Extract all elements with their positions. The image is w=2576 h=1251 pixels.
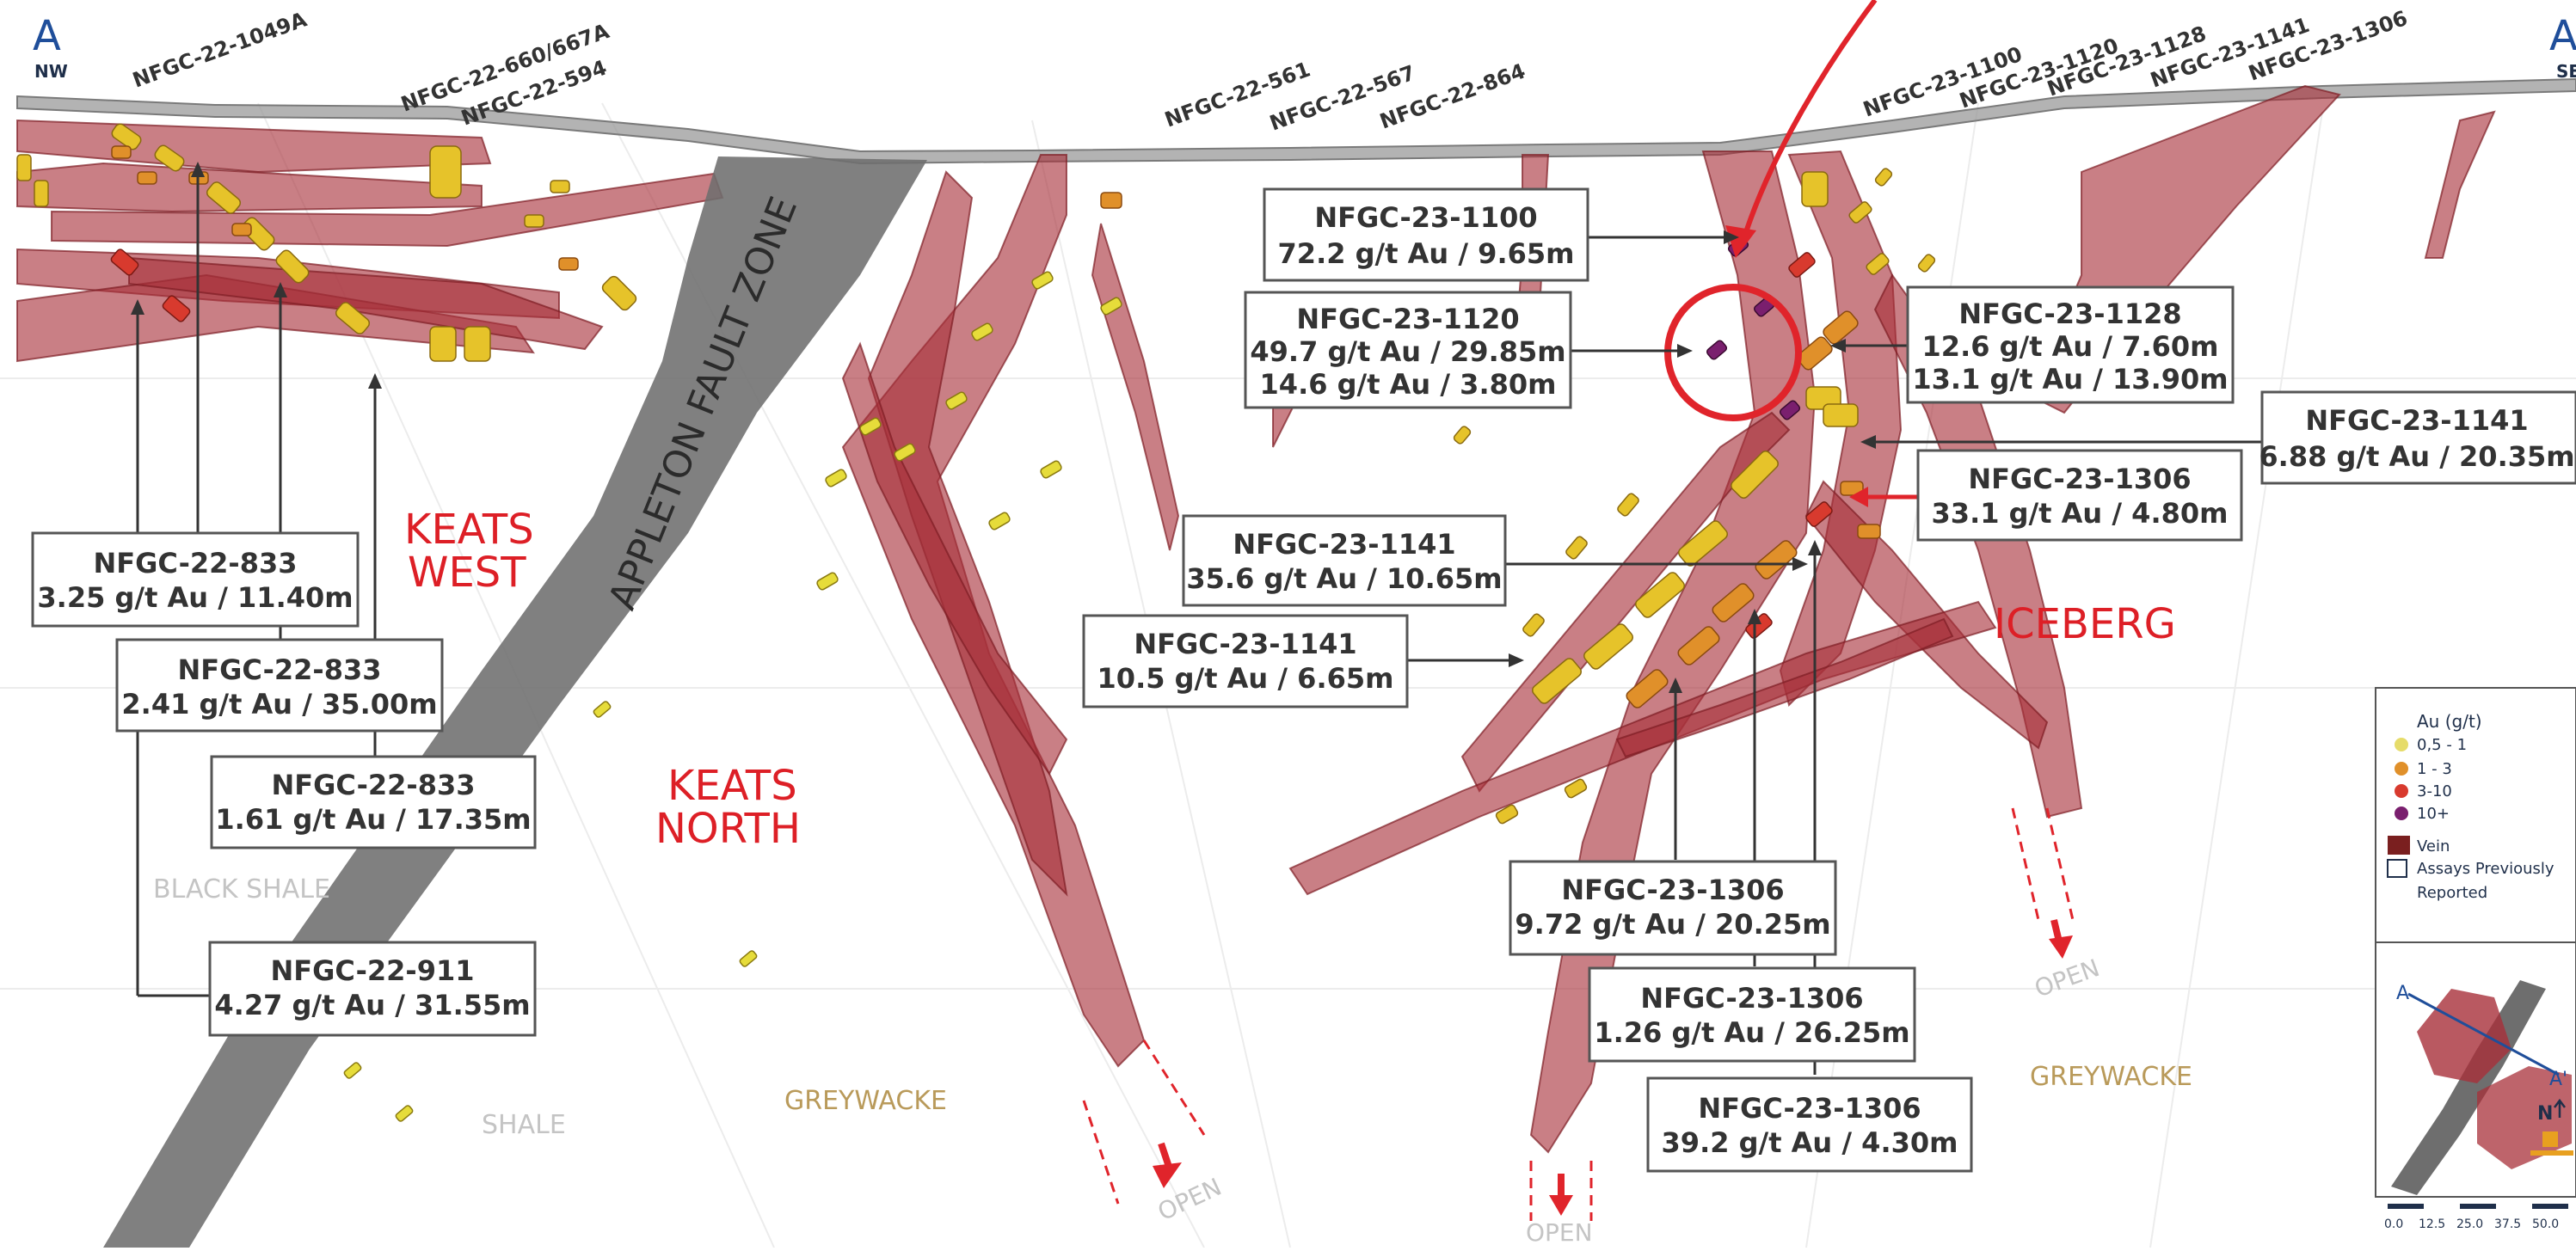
intercept-value: 9.72 g/t Au / 20.25m	[1515, 908, 1830, 941]
lithology-greywacke-left: GREYWACKE	[784, 1086, 947, 1116]
legend-title: Au (g/t)	[2417, 711, 2482, 732]
intercept-hole: NFGC-23-1128	[1958, 297, 2181, 330]
zone-keats-north-line1: KEATS	[667, 762, 797, 810]
inset-a-label: A	[2396, 983, 2409, 1004]
intercept-value: 14.6 g/t Au / 3.80m	[1260, 368, 1557, 401]
intercept-box: NFGC-23-1306 1.26 g/t Au / 26.25m	[1588, 966, 1916, 1063]
section-end-letter: A	[2549, 12, 2576, 60]
intercept-value: 49.7 g/t Au / 29.85m	[1250, 335, 1565, 368]
lithology-black-shale: BLACK SHALE	[153, 874, 330, 905]
intercept-value: 2.41 g/t Au / 35.00m	[121, 688, 437, 721]
intercept-box: NFGC-23-1120 49.7 g/t Au / 29.85m 14.6 g…	[1244, 291, 1572, 409]
legend-vein-label: Vein	[2417, 837, 2450, 855]
intercept-box: NFGC-23-1100 72.2 g/t Au / 9.65m	[1263, 187, 1589, 282]
intercept-value: 1.26 g/t Au / 26.25m	[1594, 1016, 1909, 1049]
intercept-value: 12.6 g/t Au / 7.60m	[1922, 330, 2219, 363]
intercept-hole: NFGC-22-833	[177, 653, 381, 686]
intercept-box: NFGC-23-1128 12.6 g/t Au / 7.60m 13.1 g/…	[1906, 285, 2235, 404]
intercept-box: NFGC-23-1306 33.1 g/t Au / 4.80m	[1916, 449, 2243, 542]
intercept-value: 13.1 g/t Au / 13.90m	[1912, 363, 2228, 396]
company-logo-icon	[2530, 1131, 2573, 1156]
intercept-box: NFGC-22-911 4.27 g/t Au / 31.55m	[208, 941, 537, 1037]
lithology-shale: SHALE	[482, 1110, 566, 1140]
intercept-value: 6.88 g/t Au / 20.35m	[2259, 440, 2574, 473]
intercept-value: 39.2 g/t Au / 4.30m	[1662, 1126, 1958, 1159]
legend-grade-label: 0,5 - 1	[2417, 736, 2467, 754]
intercept-hole: NFGC-23-1100	[1314, 201, 1537, 234]
intercept-value: 35.6 g/t Au / 10.65m	[1186, 562, 1502, 595]
intercept-hole: NFGC-23-1141	[1233, 528, 1455, 561]
zone-iceberg: ICEBERG	[1994, 600, 2176, 648]
scale-tick: 12.5	[2419, 1217, 2445, 1231]
intercept-value: 3.25 g/t Au / 11.40m	[37, 581, 353, 614]
inset-a-prime-label: A'	[2549, 1069, 2567, 1090]
intercept-box: NFGC-23-1141 35.6 g/t Au / 10.65m	[1182, 514, 1507, 607]
scale-bar: 0.0 12.5 25.0 37.5 50.0	[2384, 1204, 2568, 1231]
legend-assays-label: Reported	[2417, 884, 2487, 902]
intercept-hole: NFGC-23-1141	[2305, 404, 2528, 437]
scale-tick: 37.5	[2494, 1217, 2521, 1231]
intercept-box: NFGC-23-1306 39.2 g/t Au / 4.30m	[1646, 1076, 1973, 1173]
legend-grade-swatch	[2395, 762, 2408, 776]
intercept-value: 1.61 g/t Au / 17.35m	[215, 803, 531, 836]
legend-grade-swatch	[2395, 806, 2408, 820]
assay-markers	[16, 123, 1936, 1122]
legend-assays-swatch	[2387, 859, 2407, 878]
scale-tick: 50.0	[2532, 1217, 2559, 1231]
drillhole-label: NFGC-22-1049A	[129, 7, 310, 92]
keats-north-veins	[841, 154, 1180, 1068]
intercept-hole: NFGC-23-1306	[1640, 982, 1863, 1015]
legend-vein-swatch	[2388, 836, 2410, 855]
intercept-value: 4.27 g/t Au / 31.55m	[214, 989, 530, 1021]
section-start-letter: A	[33, 12, 61, 60]
open-extensions	[1082, 807, 2075, 1221]
intercept-box: NFGC-23-1141 6.88 g/t Au / 20.35m	[2259, 390, 2576, 485]
surface-topography	[16, 77, 2576, 165]
intercept-hole: NFGC-22-911	[270, 954, 474, 987]
intercept-hole: NFGC-23-1306	[1698, 1092, 1921, 1125]
intercept-hole: NFGC-23-1120	[1296, 303, 1519, 335]
legend-grade-swatch	[2395, 738, 2408, 751]
legend-assays-label: Assays Previously	[2417, 860, 2554, 878]
intercept-box: NFGC-22-833 2.41 g/t Au / 35.00m	[115, 638, 444, 733]
scale-tick: 25.0	[2456, 1217, 2483, 1231]
intercept-boxes: NFGC-23-1100 72.2 g/t Au / 9.65m NFGC-23…	[31, 187, 2576, 1173]
section-end-direction: SE	[2556, 61, 2576, 82]
intercept-hole: NFGC-23-1141	[1134, 628, 1356, 660]
zone-keats-west-line1: KEATS	[404, 506, 534, 554]
legend-grade-swatch	[2395, 784, 2408, 798]
intercept-box: NFGC-23-1306 9.72 g/t Au / 20.25m	[1509, 860, 1837, 956]
intercept-hole: NFGC-23-1306	[1561, 874, 1784, 906]
inset-north-label: N	[2537, 1103, 2553, 1125]
lithology-labels: BLACK SHALE SHALE GREYWACKE GREYWACKE	[153, 874, 2192, 1140]
open-label: OPEN	[1526, 1218, 1593, 1247]
legend: Au (g/t) 0,5 - 1 1 - 3 3-10 10+ Vein Ass…	[2375, 687, 2576, 943]
intercept-box: NFGC-22-833 3.25 g/t Au / 11.40m	[31, 531, 360, 628]
intercept-value: 33.1 g/t Au / 4.80m	[1932, 497, 2229, 530]
intercept-hole: NFGC-22-833	[93, 547, 297, 580]
intercept-value: 72.2 g/t Au / 9.65m	[1278, 237, 1575, 270]
zone-labels: KEATS WEST KEATS NORTH ICEBERG	[404, 506, 2176, 853]
intercept-value: 10.5 g/t Au / 6.65m	[1097, 662, 1394, 695]
scale-tick: 0.0	[2384, 1217, 2403, 1231]
north-arrow-icon: N	[2537, 1098, 2566, 1125]
open-label: OPEN	[2031, 954, 2103, 1003]
intercept-box: NFGC-22-833 1.61 g/t Au / 17.35m	[210, 755, 537, 849]
legend-grade-label: 3-10	[2417, 782, 2452, 800]
section-start-direction: NW	[34, 61, 68, 82]
inset-map: A A' N	[2375, 941, 2576, 1198]
drillhole-labels: NFGC-22-1049A NFGC-22-660/667A NFGC-22-5…	[129, 6, 2410, 136]
zone-keats-north-line2: NORTH	[655, 805, 801, 853]
intercept-hole: NFGC-22-833	[271, 769, 475, 801]
intercept-hole: NFGC-23-1306	[1968, 463, 2191, 495]
legend-grade-label: 10+	[2417, 805, 2450, 823]
zone-keats-west-line2: WEST	[408, 549, 526, 597]
lithology-greywacke-right: GREYWACKE	[2030, 1062, 2192, 1092]
intercept-box: NFGC-23-1141 10.5 g/t Au / 6.65m	[1082, 614, 1409, 708]
legend-grade-label: 1 - 3	[2417, 760, 2452, 778]
highlight-callout	[1664, 0, 1918, 507]
